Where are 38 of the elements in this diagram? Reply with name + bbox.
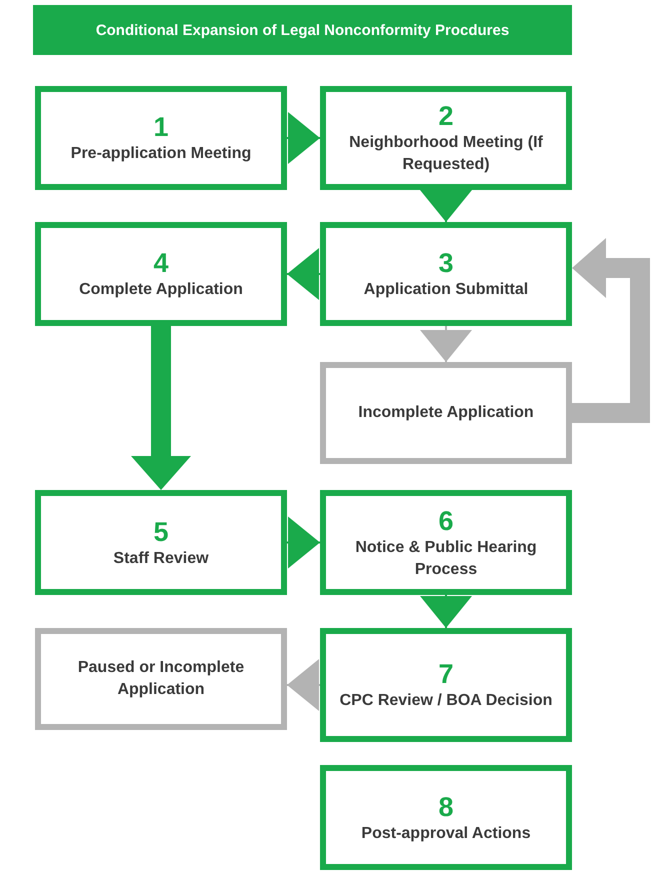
step-label: Paused or Incomplete Application bbox=[76, 658, 246, 700]
step-number: 8 bbox=[438, 790, 454, 822]
arrow bbox=[287, 659, 320, 711]
step-number: 1 bbox=[153, 111, 169, 143]
arrow bbox=[420, 326, 472, 362]
status-box bbox=[35, 628, 287, 730]
step-box bbox=[320, 490, 572, 595]
step-box bbox=[320, 86, 572, 190]
step-number: 2 bbox=[438, 100, 454, 132]
step-box bbox=[35, 86, 287, 190]
step-label: Incomplete Application bbox=[358, 403, 534, 423]
step-label: Notice & Public Hearing Process bbox=[354, 538, 538, 580]
step-box bbox=[35, 490, 287, 595]
title-banner: Conditional Expansion of Legal Nonconformity Procdures bbox=[33, 5, 572, 55]
step-label: Staff Review bbox=[113, 548, 209, 568]
status-box bbox=[320, 362, 572, 464]
arrow bbox=[287, 112, 320, 164]
step-label: Complete Application bbox=[79, 280, 243, 300]
step-number: 3 bbox=[438, 247, 454, 279]
arrow bbox=[287, 248, 320, 300]
step-box bbox=[320, 222, 572, 326]
step-box bbox=[320, 765, 572, 870]
step-box bbox=[35, 222, 287, 326]
step-number: 6 bbox=[438, 504, 454, 536]
step-label: CPC Review / BOA Decision bbox=[340, 691, 552, 711]
step-number: 4 bbox=[153, 247, 169, 279]
step-label: Post-approval Actions bbox=[361, 824, 531, 844]
arrow bbox=[420, 595, 472, 628]
arrow bbox=[131, 326, 191, 490]
step-box bbox=[320, 628, 572, 742]
step-label: Pre-application Meeting bbox=[70, 144, 252, 164]
step-number: 7 bbox=[438, 658, 454, 690]
step-number: 5 bbox=[153, 516, 169, 548]
arrow bbox=[287, 516, 320, 568]
arrow bbox=[420, 190, 472, 222]
step-label: Neighborhood Meeting (If Requested) bbox=[348, 133, 544, 175]
arrow bbox=[572, 238, 650, 423]
step-label: Application Submittal bbox=[364, 280, 528, 300]
